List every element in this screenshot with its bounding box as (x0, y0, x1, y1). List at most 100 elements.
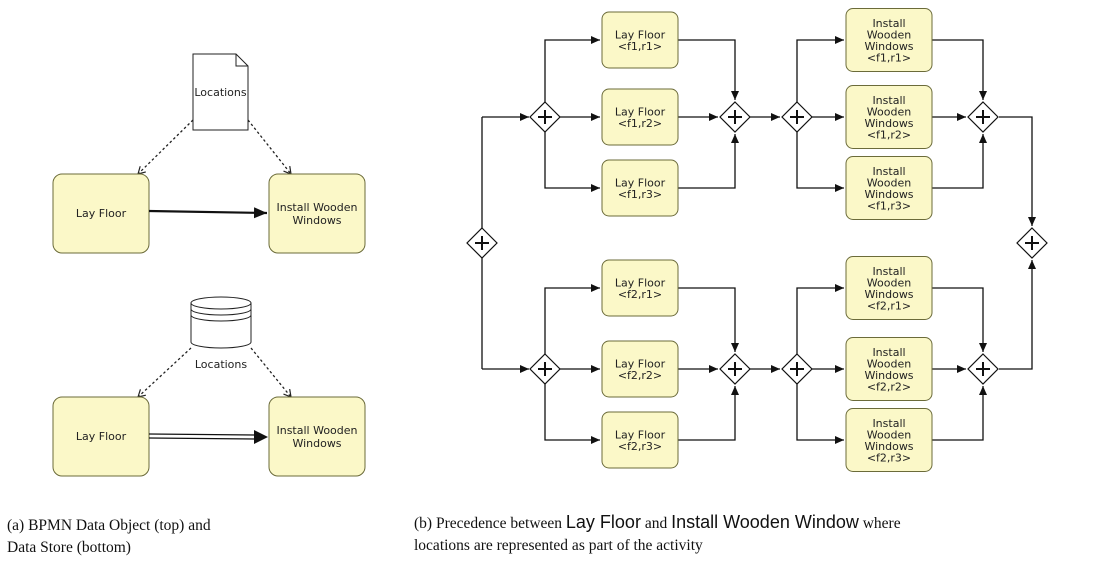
caption-a-line1: (a) BPMN Data Object (top) and (7, 517, 211, 534)
task-label: <f1,r2> (867, 128, 911, 141)
task-label: <f2,r2> (618, 369, 662, 382)
task-box (601, 11, 679, 69)
task-box (845, 256, 933, 320)
plus-icon (790, 110, 804, 124)
task-label: Lay Floor (615, 428, 666, 441)
gateway-split-install (781, 353, 813, 385)
gateway-join-install (967, 353, 999, 385)
task-box (845, 337, 933, 401)
plus-icon (790, 362, 804, 376)
sequence-flow-top (148, 207, 268, 219)
task-label: Lay Floor (615, 28, 666, 41)
task-label: <f1,r2> (618, 117, 662, 130)
task-lay-floor-top: Lay Floor (52, 173, 150, 254)
task-box (601, 159, 679, 217)
caption-b-line2: locations are represented as part of the… (414, 537, 703, 554)
task-label: Wooden (867, 428, 911, 441)
assoc-store-to-layfloor (137, 347, 192, 398)
task-label: Windows (864, 288, 913, 301)
assoc-object-to-install (247, 119, 292, 175)
flow-to-install (796, 132, 844, 192)
task-label: Windows (864, 117, 913, 130)
flow-to-join (932, 287, 987, 352)
data-store: Locations (190, 296, 252, 371)
caption-a: (a) BPMN Data Object (top) and Data Stor… (7, 515, 211, 559)
plus-icon (728, 110, 742, 124)
flow-to-lay-floor (544, 384, 600, 444)
flow-to-join (932, 386, 987, 441)
caption-b-text: where (858, 515, 901, 532)
flow-to-lay-floor (544, 132, 600, 192)
task-box (601, 88, 679, 146)
flow-to-join (678, 287, 739, 352)
caption-b-term-install: Install Wooden Window (671, 512, 859, 532)
task-box (845, 156, 933, 220)
caption-b: (b) Precedence between Lay Floor and Ins… (414, 511, 1098, 557)
task-label: <f1,r1> (867, 51, 911, 64)
caption-a-line2: Data Store (bottom) (7, 539, 131, 556)
task-label: <f2,r1> (867, 299, 911, 312)
task-lay-floor: Lay Floor<f2,r3> (601, 411, 679, 469)
plus-icon (538, 362, 552, 376)
task-label: Lay Floor (615, 276, 666, 289)
task-box (601, 411, 679, 469)
task-lay-floor: Lay Floor<f1,r1> (601, 11, 679, 69)
flow-to-join (932, 39, 987, 100)
caption-b-text: and (640, 515, 672, 532)
flow-to-end-bottom (999, 260, 1036, 370)
data-object: Locations (192, 53, 249, 131)
caption-b-term-lay-floor: Lay Floor (565, 512, 641, 532)
flow-to-join (932, 134, 987, 189)
sequence-flow-bottom-double (148, 430, 268, 444)
task-label: Lay Floor (615, 105, 666, 118)
flow-to-lay-floor (544, 284, 600, 354)
gateway-join-lay-floor (719, 101, 751, 133)
data-store-label: Locations (195, 358, 248, 371)
gateway-split-install (781, 101, 813, 133)
assoc-object-to-layfloor (137, 119, 194, 175)
flow-to-install (796, 384, 844, 444)
plus-icon (976, 362, 990, 376)
task-lay-floor: Lay Floor<f1,r2> (601, 88, 679, 146)
task-label: Install (872, 165, 905, 178)
task-label: Windows (864, 40, 913, 53)
caption-b-text: (b) Precedence between (414, 515, 566, 532)
flow-to-install (796, 284, 844, 354)
task-label: Lay Floor (615, 176, 666, 189)
task-lay-floor: Lay Floor<f2,r2> (601, 340, 679, 398)
task-label: Wooden (867, 176, 911, 189)
task-label: Wooden (867, 105, 911, 118)
gateway-split-lay-floor (529, 353, 561, 385)
task-label: Install (872, 265, 905, 278)
task-box (845, 85, 933, 149)
task-label: Install Wooden (276, 201, 357, 214)
task-lay-floor: Lay Floor<f2,r1> (601, 259, 679, 317)
task-label: <f2,r3> (867, 451, 911, 464)
gateway-parallel-start (466, 227, 498, 259)
task-box (845, 408, 933, 472)
task-box (601, 259, 679, 317)
task-label: Install (872, 17, 905, 30)
flow-to-join (678, 134, 739, 189)
flow-to-lay-floor (544, 36, 600, 102)
task-label: Wooden (867, 276, 911, 289)
plus-icon (475, 236, 489, 250)
task-label: Install Wooden (276, 424, 357, 437)
gateway-join-lay-floor (719, 353, 751, 385)
task-label: Install (872, 346, 905, 359)
gateway-join-install (967, 101, 999, 133)
task-label: Windows (292, 214, 341, 227)
flow-to-join (678, 386, 739, 441)
task-label: <f2,r2> (867, 380, 911, 393)
plus-icon (728, 362, 742, 376)
task-label: Windows (864, 440, 913, 453)
task-install-windows-top: Install Wooden Windows (268, 173, 366, 254)
task-label: Install (872, 417, 905, 430)
flow-to-install (796, 36, 844, 102)
